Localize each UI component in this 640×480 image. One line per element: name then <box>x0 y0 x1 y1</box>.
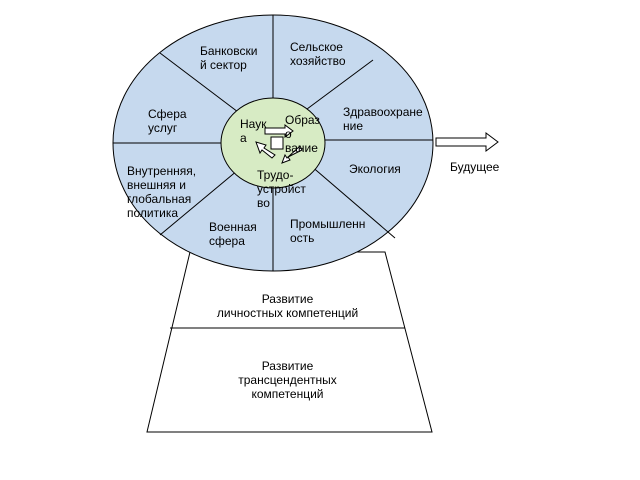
sector-dividers <box>113 15 433 271</box>
sector-label-military: Военная сфера <box>209 220 257 248</box>
hub-arrows <box>255 124 303 164</box>
sector-label-ecology: Экология <box>349 162 401 176</box>
sector-label-banking: Банковски й сектор <box>200 44 258 72</box>
base-lower-label: Развитие трансцендентных компетенций <box>238 359 337 401</box>
sector-label-policy: Внутренняя, внешняя и глобальная политик… <box>127 164 197 220</box>
base-trapezoid <box>146 251 433 433</box>
sector-label-services: Сфера услуг <box>148 107 187 135</box>
sector-label-healthcare: Здравоохране ние <box>343 105 423 133</box>
base-upper-label: Развитие личностных компетенций <box>216 292 359 320</box>
future-arrow <box>435 132 499 152</box>
arrow-science-to-education <box>264 124 294 138</box>
hub-center-box <box>270 136 284 150</box>
arrow-employment-to-science <box>255 141 276 159</box>
hub-label-education: Образ о вание <box>285 113 320 155</box>
sector-label-agriculture: Сельское хозяйство <box>290 40 346 68</box>
hub-label-employment: Трудо- устройст во <box>257 168 306 210</box>
arrow-education-to-employment <box>281 145 303 164</box>
sector-label-industry: Промышленн ость <box>290 217 366 245</box>
hub-label-science: Наук а <box>240 117 267 145</box>
future-label: Будущее <box>450 160 500 174</box>
